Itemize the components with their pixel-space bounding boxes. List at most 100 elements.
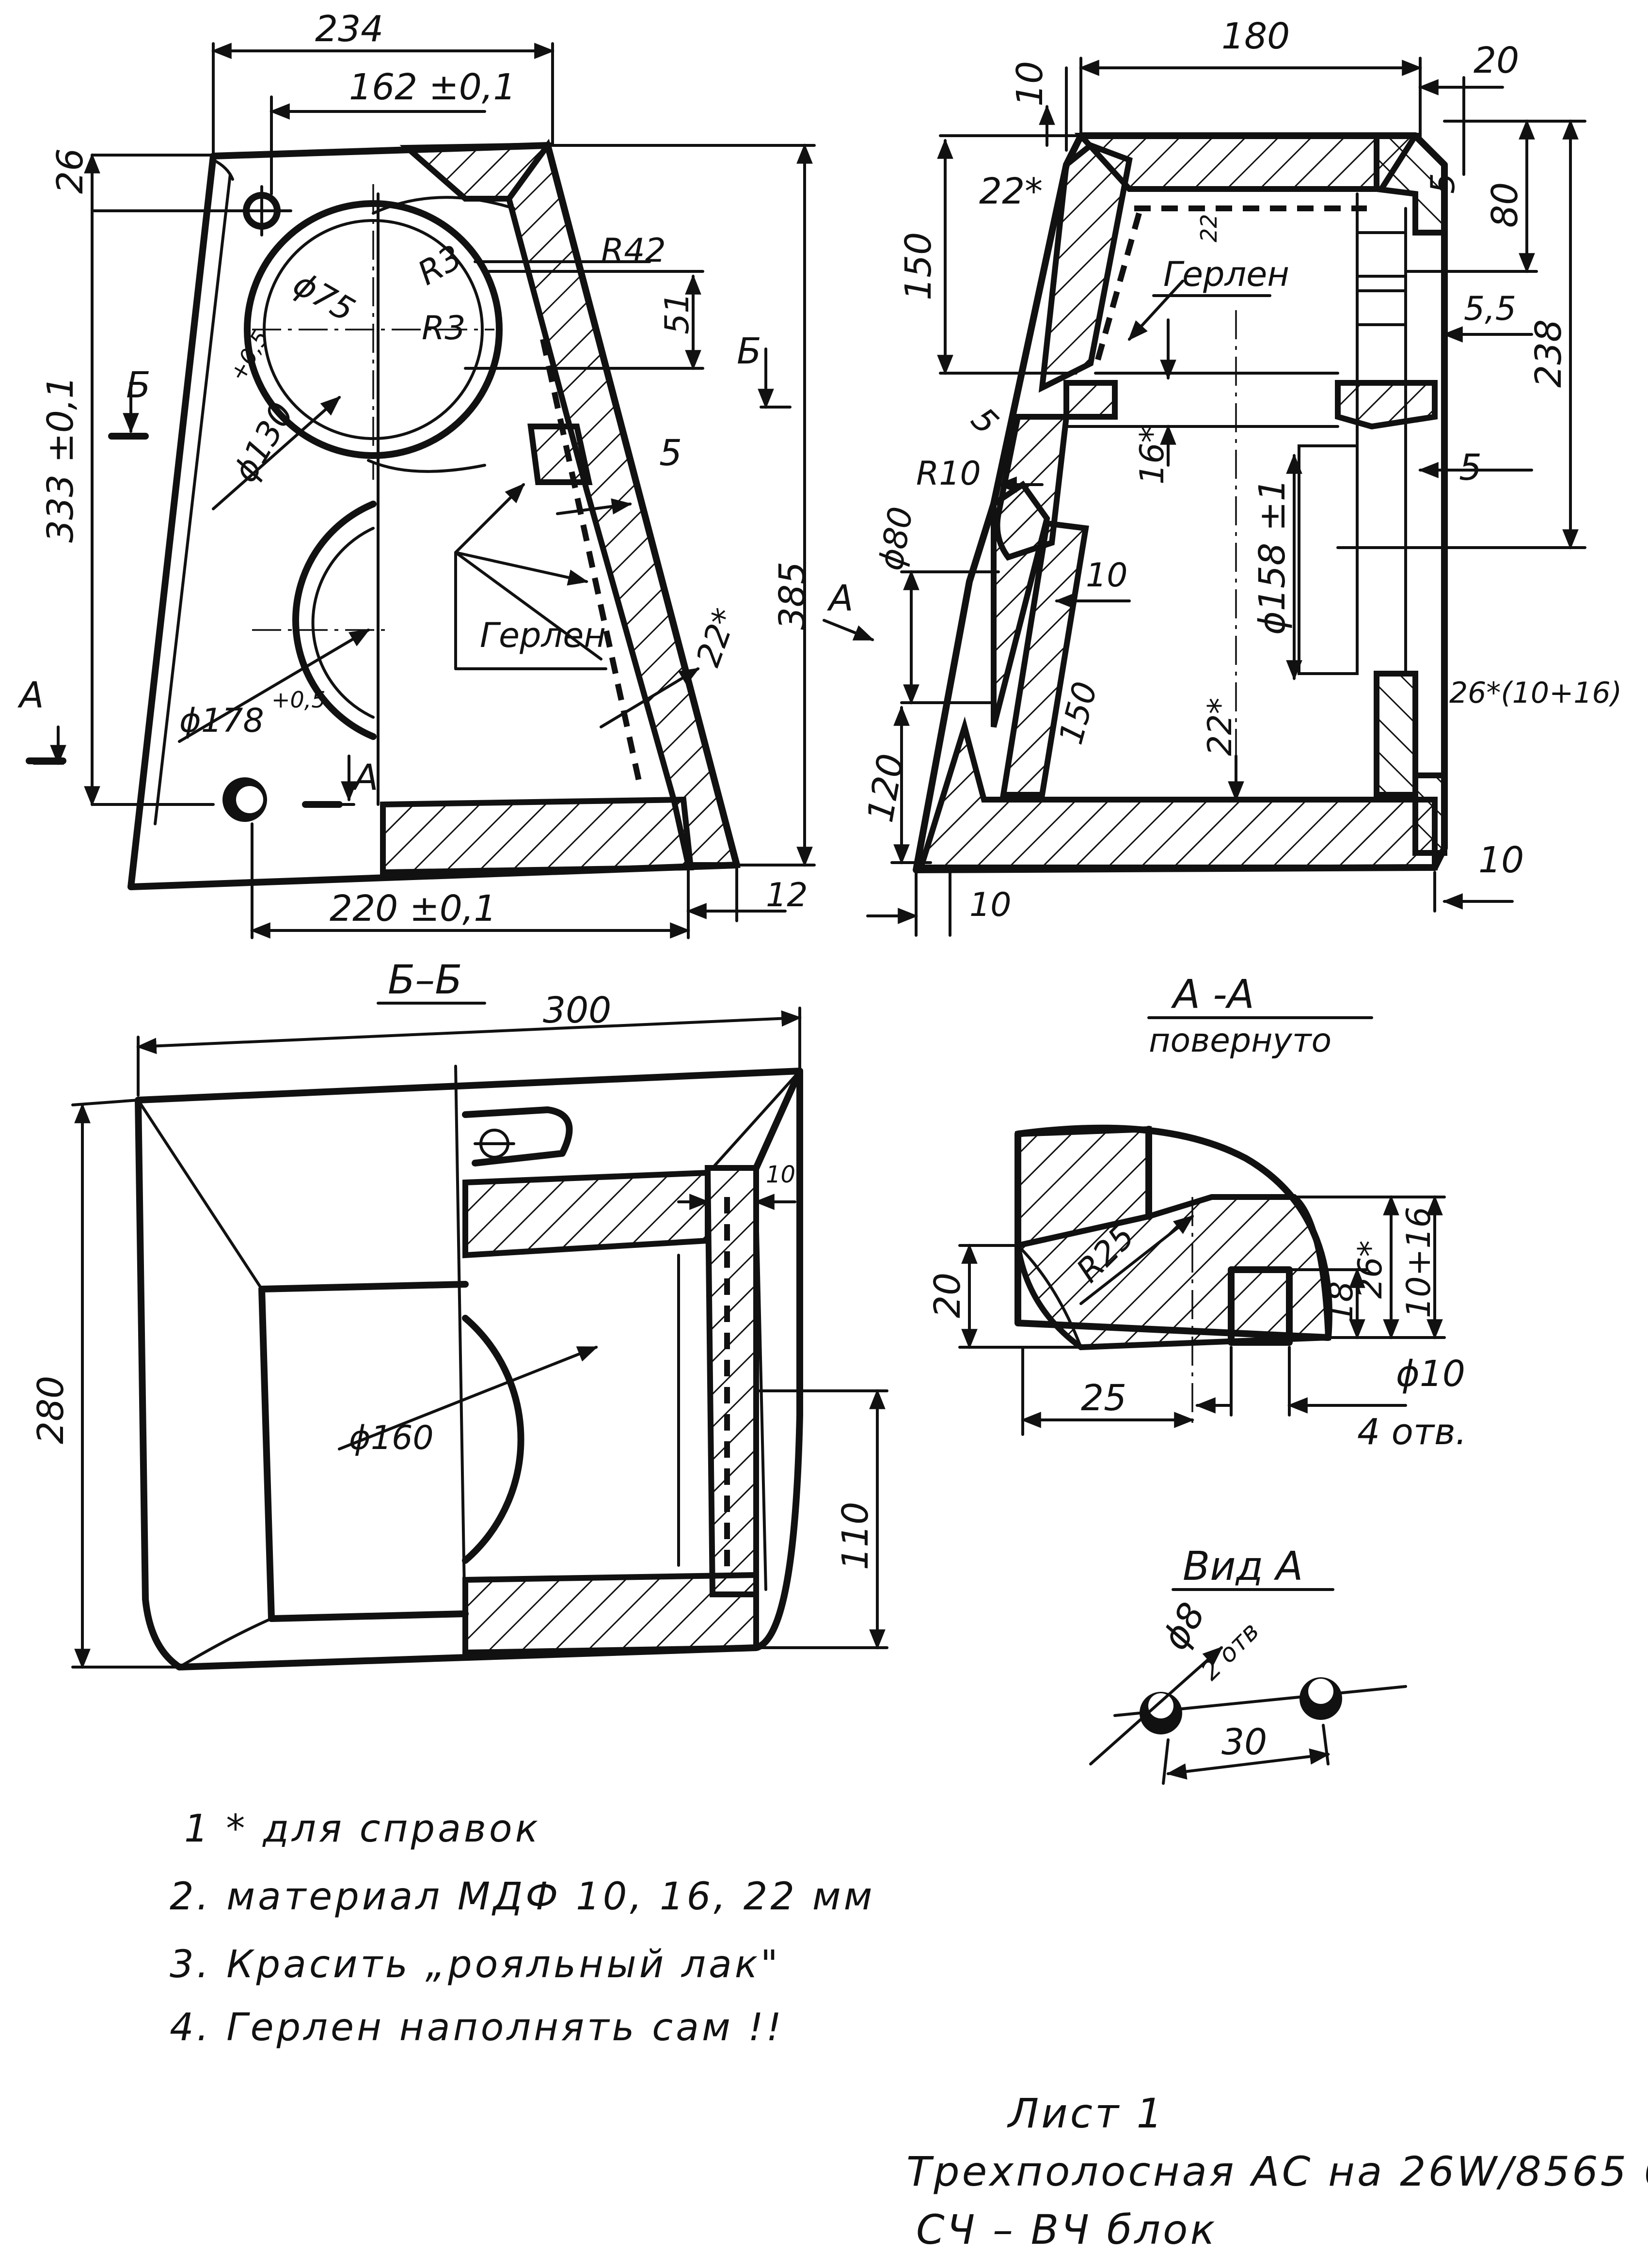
section-aa-slot <box>1228 1266 1293 1346</box>
dim-front-wall5: 5 <box>659 432 682 474</box>
front-view: 234 162 ±0,1 26 333 ±0,1 385 220 ±0,1 12… <box>17 8 816 939</box>
dim-side-h22: 22 <box>1196 214 1222 242</box>
dim-side-bot22: 22* <box>1201 697 1239 756</box>
dim-front-r42: R42 <box>601 232 666 270</box>
dim-side-d5: 5 <box>964 400 1005 442</box>
dim-front-wall22: 22* <box>689 604 745 672</box>
section-bb-right-bevel <box>753 1068 803 1171</box>
section-aa-subtitle: повернуто <box>1149 1022 1331 1060</box>
dim-bb-wall10: 10 <box>766 1161 795 1188</box>
front-dashed-edge <box>540 338 643 786</box>
section-aa-title: А -А <box>1171 972 1254 1018</box>
dim-side-depth: 180 <box>1221 16 1290 57</box>
note-3: 3. Красить „рояльный лак" <box>170 1943 781 1986</box>
section-bb-right-wall <box>704 1165 759 1597</box>
dim-side-bot10-right: 10 <box>1478 839 1524 881</box>
section-aa: А -А повернуто 20 R25 18 26* 10 <box>927 972 1467 1453</box>
side-woofer-body <box>1298 444 1359 675</box>
note-2: 2. материал МДФ 10, 16, 22 мм <box>170 1875 875 1919</box>
dim-side-back-wall: 20 <box>1474 40 1519 81</box>
dim-side-d158: ϕ158 ±1 <box>1252 478 1293 635</box>
title-block: Лист 1 Трехполосная АС на 26W/8565 01 СЧ… <box>906 2090 1648 2253</box>
front-corner <box>212 158 234 181</box>
dim-side-w10: 10 <box>1086 556 1128 595</box>
dim-side-h80: 80 <box>1484 182 1526 228</box>
dim-side-top-wall: 10 <box>1009 61 1051 107</box>
front-bottom-arc <box>367 459 486 473</box>
note-1: 1 * для справок <box>184 1807 541 1851</box>
dim-side-cap-height: 150 <box>898 232 939 300</box>
dim-aa-w25: 25 <box>1081 1377 1126 1419</box>
side-view: 180 20 10 22* 150 5 80 238 5,5 22 16* 5 … <box>823 16 1622 937</box>
dim-aa-holes: 4 отв. <box>1357 1411 1467 1453</box>
front-inner-edge <box>154 173 232 825</box>
side-slot1 <box>1356 231 1407 278</box>
dim-side-h238: 238 <box>1528 319 1569 388</box>
side-back-wall <box>1374 671 1418 798</box>
dim-front-width-top: 234 <box>315 8 383 50</box>
side-gerlen-label: Герлен <box>1163 254 1289 294</box>
side-front-upper <box>1038 142 1133 393</box>
section-aa-r25-arc <box>1016 1244 1082 1349</box>
front-section-b-top: Б <box>737 331 761 372</box>
dim-aa-d10: ϕ10 <box>1396 1353 1465 1395</box>
section-bb-bevel-bl <box>178 1617 273 1669</box>
side-back-lower <box>1412 772 1447 856</box>
side-r10-notch <box>994 414 1070 561</box>
side-mid-shelf <box>1063 380 1118 420</box>
view-a-title: Вид А <box>1183 1544 1303 1590</box>
front-mid-circle-inner <box>311 527 375 719</box>
section-bb-split <box>454 1065 467 1649</box>
dim-bb-d160: ϕ160 <box>349 1419 434 1457</box>
side-slot2 <box>1356 289 1407 326</box>
dim-bb-depth: 280 <box>30 1376 72 1444</box>
section-bb-right-line <box>755 1166 767 1591</box>
dim-side-d80: ϕ80 <box>872 504 921 573</box>
dim-side-rear26: 26*(10+16) <box>1449 676 1622 710</box>
section-bb-title: Б–Б <box>388 957 462 1003</box>
dim-aa-h26: 26* <box>1351 1240 1390 1299</box>
dim-front-top-offset: 26 <box>49 148 91 194</box>
note-4: 4. Герлен наполнять сам !! <box>170 2006 784 2049</box>
dim-front-r3a: R3 <box>412 238 469 293</box>
dim-front-r3b: R3 <box>422 309 466 347</box>
front-small-block <box>527 424 593 485</box>
dim-view-a-spacing: 30 <box>1221 1721 1267 1763</box>
dim-aa-h10-16: 10+16 <box>1400 1207 1438 1318</box>
notes: 1 * для справок 2. материал МДФ 10, 16, … <box>170 1807 875 2049</box>
front-section-a-bottom: А <box>352 757 379 799</box>
dim-side-top-gap: 5 <box>1424 173 1462 194</box>
dim-front-v51: 51 <box>658 292 697 334</box>
dim-front-d178: ϕ178 <box>179 702 264 740</box>
section-bb-oval <box>462 1106 573 1166</box>
dim-bb-width: 300 <box>543 990 611 1031</box>
section-bb-inner-box <box>258 1281 469 1622</box>
dim-side-d5-5: 5,5 <box>1464 290 1516 328</box>
front-top-arc <box>372 196 515 215</box>
dim-bb-h110: 110 <box>835 1502 876 1570</box>
side-bottom-wall <box>917 716 1438 870</box>
dim-side-r10: R10 <box>916 455 981 493</box>
dim-side-h120: 120 <box>859 751 912 825</box>
dim-side-w5: 5 <box>1459 447 1482 488</box>
dim-front-bottom-width: 220 ±0,1 <box>330 888 496 929</box>
title-line1: Трехполосная АС на 26W/8565 01 <box>906 2148 1648 2195</box>
dim-front-hole-spacing: 162 ±0,1 <box>349 66 516 108</box>
side-view-a-label: А <box>827 578 854 619</box>
front-gerlen-label: Герлен <box>480 615 606 655</box>
section-aa-lower-block <box>1014 1194 1331 1351</box>
dim-side-front-top: 22* <box>979 171 1043 212</box>
dim-side-bot10-left: 10 <box>969 886 1012 924</box>
dim-aa-h18: 18 <box>1322 1281 1361 1323</box>
front-mid-circle <box>292 501 377 740</box>
front-section-a-left: А <box>17 675 44 716</box>
front-bottom-wall <box>380 796 694 876</box>
dim-front-bottom-wall: 12 <box>766 876 808 914</box>
section-bb-bottom-shelf <box>462 1572 759 1656</box>
section-bb-bevel-tl <box>137 1099 263 1291</box>
title-sheet: Лист 1 <box>1007 2090 1165 2137</box>
side-mid-shelf-right <box>1335 380 1438 430</box>
dim-front-height: 385 <box>772 562 813 630</box>
section-bb-bevel-tr <box>711 1070 801 1169</box>
